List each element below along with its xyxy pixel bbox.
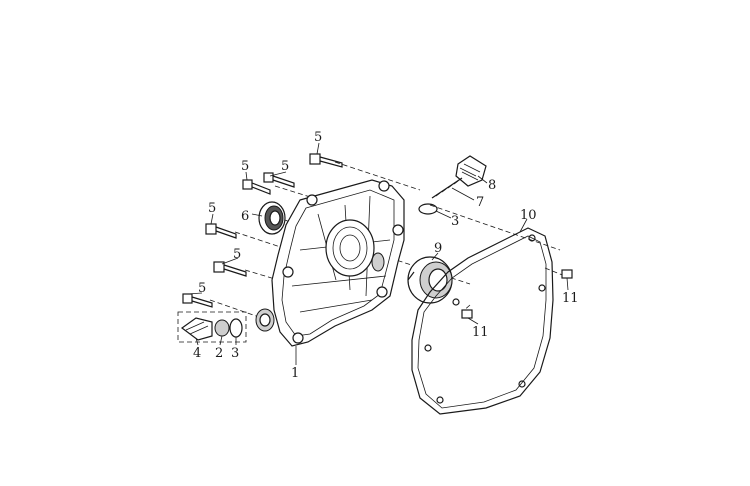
callout-5: 5 [241, 159, 249, 174]
callout-2: 2 [215, 346, 223, 361]
flange-bolts [182, 153, 343, 308]
plug [214, 319, 230, 337]
lower-parts-group-box [177, 311, 247, 343]
bolt-upper-mid-b [263, 172, 295, 188]
bolt-left-mid [213, 261, 247, 277]
callout-3: 3 [231, 346, 239, 361]
crankcase-cover [255, 179, 405, 347]
callout-7: 7 [476, 195, 484, 210]
callout-4: 4 [193, 346, 201, 361]
callout-3: 3 [451, 214, 459, 229]
oil-filler-cap [455, 155, 487, 187]
o-ring-upper [418, 203, 438, 215]
gasket [411, 227, 554, 415]
callout-5: 5 [281, 159, 289, 174]
callout-9: 9 [434, 241, 442, 256]
leader-lines [187, 142, 569, 365]
callout-5: 5 [314, 130, 322, 145]
bolt-top [309, 153, 343, 168]
dipstick [431, 177, 463, 199]
drain-plug-cap [180, 317, 213, 341]
callout-10: 10 [520, 208, 537, 223]
bolt-left-upper [205, 223, 237, 239]
dowel-pins [461, 269, 573, 319]
callout-6: 6 [241, 209, 249, 224]
dowel-pin-right [561, 269, 573, 279]
callout-labels: 5 5 5 5 5 5 6 8 7 3 10 9 11 11 4 2 3 1 [193, 130, 579, 381]
dowel-pin-lower [461, 309, 473, 319]
callout-5: 5 [233, 247, 241, 262]
callout-5: 5 [208, 201, 216, 216]
callout-11: 11 [562, 291, 579, 306]
ball-bearing [407, 256, 453, 304]
callout-11: 11 [472, 325, 489, 340]
callout-5: 5 [198, 281, 206, 296]
oil-seal [258, 201, 286, 235]
bolt-left-lower [182, 293, 213, 308]
callout-1: 1 [291, 366, 299, 381]
o-ring-lower [229, 318, 243, 338]
callout-8: 8 [488, 178, 496, 193]
bolt-upper-mid-a [242, 179, 271, 195]
